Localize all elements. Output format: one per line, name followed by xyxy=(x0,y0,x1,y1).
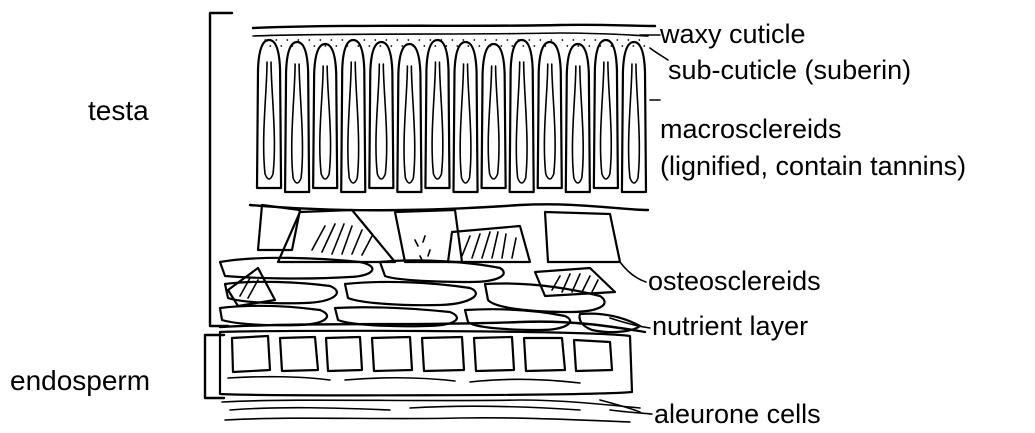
macrosclereid-lumen xyxy=(404,66,415,183)
stipple-dot xyxy=(275,39,277,41)
stipple-dot xyxy=(522,45,524,47)
stipple-dot xyxy=(511,45,513,47)
macrosclereid-lumen xyxy=(348,62,359,183)
sub-cuticle-label: sub-cuticle (suberin) xyxy=(668,55,911,85)
stipple-dot xyxy=(506,39,508,41)
stipple-dot xyxy=(478,45,480,47)
stipple-dot xyxy=(385,39,387,41)
macrosclereid-cell xyxy=(538,42,562,188)
stipple-dot xyxy=(451,39,453,41)
macrosclereid-lumen xyxy=(572,66,583,183)
stipple-dot xyxy=(643,45,645,47)
stipple-dot xyxy=(308,39,310,41)
stipple-dot xyxy=(407,39,409,41)
stipple-dot xyxy=(324,45,326,47)
macrosclereid-cell xyxy=(313,44,337,188)
stipple-dot xyxy=(495,39,497,41)
stipple-dot xyxy=(632,45,634,47)
macrosclereid-lumen xyxy=(629,64,640,183)
stipple-dot xyxy=(572,39,574,41)
stipple-dot xyxy=(313,45,315,47)
macrosclereid-lumen xyxy=(432,62,443,179)
macrosclereids-note: (lignified, contain tannins) xyxy=(660,151,966,181)
macrosclereid-lumen xyxy=(264,62,275,179)
macrosclereid-lumen xyxy=(516,62,527,183)
stipple-dot xyxy=(434,45,436,47)
stipple-dot xyxy=(368,45,370,47)
macrosclereid-lumen xyxy=(488,66,499,179)
nutrient-layer-label: nutrient layer xyxy=(652,311,808,341)
macrosclereid-lumen xyxy=(460,64,471,183)
stipple-dot xyxy=(484,39,486,41)
stipple-dot xyxy=(473,39,475,41)
stipple-dot xyxy=(429,39,431,41)
macrosclereid-cell xyxy=(397,44,421,192)
stipple-dot xyxy=(528,39,530,41)
stipple-dot xyxy=(583,39,585,41)
osteosclereid-cells xyxy=(228,205,620,306)
macrosclereid-cell xyxy=(622,42,646,192)
stipple-dot xyxy=(363,39,365,41)
testa-label: testa xyxy=(88,96,149,126)
macrosclereid-cell xyxy=(425,40,449,188)
macrosclereid-lumen xyxy=(376,64,387,179)
stipple-dot xyxy=(390,45,392,47)
stipple-dot xyxy=(616,39,618,41)
stipple-dot xyxy=(319,39,321,41)
stipple-dot xyxy=(627,39,629,41)
callout-leader-lines xyxy=(610,35,668,414)
stipple-dot xyxy=(330,39,332,41)
stipple-dot xyxy=(467,45,469,47)
stipple-dot xyxy=(462,39,464,41)
macrosclereid-cell xyxy=(482,44,506,188)
stipple-dot xyxy=(550,39,552,41)
stipple-dot xyxy=(280,45,282,47)
aleurone-cells xyxy=(220,331,640,422)
stipple-dot xyxy=(423,45,425,47)
stipple-dot xyxy=(396,39,398,41)
aleurone-cells-label: aleurone cells xyxy=(654,399,821,429)
stipple-dot xyxy=(379,45,381,47)
macrosclereid-cell xyxy=(594,40,618,188)
macrosclereid-cell xyxy=(454,42,478,192)
stipple-dot xyxy=(566,45,568,47)
macrosclereids-label: macrosclereids xyxy=(660,114,842,144)
macrosclereid-cell xyxy=(369,42,393,188)
stipple-dot xyxy=(269,45,271,47)
stipple-dot xyxy=(577,45,579,47)
stipple-dot xyxy=(588,45,590,47)
stipple-dot xyxy=(297,39,299,41)
macrosclereid-cell xyxy=(510,40,534,192)
stipple-dot xyxy=(341,39,343,41)
waxy-cuticle-label: waxy cuticle xyxy=(660,19,806,49)
macrosclereid-cells xyxy=(257,40,646,192)
macrosclereid-cell xyxy=(566,44,590,192)
macrosclereid-cell xyxy=(341,40,365,192)
macrosclereid-lumen xyxy=(544,64,555,179)
stipple-dot xyxy=(286,39,288,41)
stipple-dot xyxy=(561,39,563,41)
stipple-dot xyxy=(500,45,502,47)
stipple-dot xyxy=(374,39,376,41)
testa-bracket xyxy=(210,13,232,326)
macrosclereid-lumen xyxy=(292,64,303,183)
macrosclereid-lumen xyxy=(601,62,612,179)
macrosclereid-cell xyxy=(257,40,281,188)
stipple-dot xyxy=(335,45,337,47)
endosperm-bracket xyxy=(205,335,224,398)
waxy-cuticle-layer xyxy=(253,25,655,36)
macrosclereid-cell xyxy=(285,42,309,192)
osteosclereids-label: osteosclereids xyxy=(648,266,821,296)
stipple-dot xyxy=(594,39,596,41)
stipple-dot xyxy=(539,39,541,41)
macrosclereid-lumen xyxy=(320,66,331,179)
stipple-dot xyxy=(533,45,535,47)
endosperm-label: endosperm xyxy=(10,366,150,396)
stipple-dot xyxy=(638,39,640,41)
stipple-dot xyxy=(621,45,623,47)
stipple-dot xyxy=(418,39,420,41)
